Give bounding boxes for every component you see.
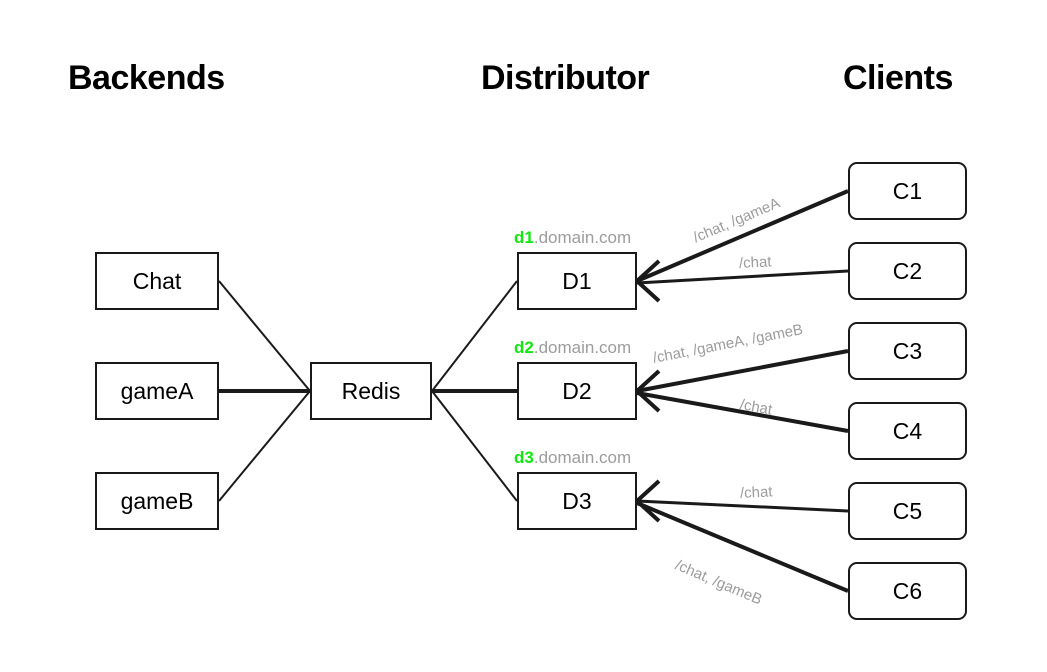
hostname-label-d2: d2.domain.com xyxy=(514,338,631,358)
client-node-c2[interactable]: C2 xyxy=(848,242,967,300)
route-label-c2-to-d1: /chat xyxy=(738,253,772,272)
arrowhead-into-d3 xyxy=(635,479,661,523)
edge-c4-to-d2 xyxy=(636,391,849,433)
edge-chat-to-redis xyxy=(218,280,311,392)
distributor-node-d1[interactable]: D1 xyxy=(517,252,637,310)
backend-node-chat[interactable]: Chat xyxy=(95,252,219,310)
arrowhead-into-d1 xyxy=(635,259,661,303)
edge-redis-to-d3 xyxy=(431,390,518,502)
edge-c1-to-d1 xyxy=(636,189,849,283)
arrowhead-into-d2 xyxy=(635,369,661,413)
client-node-c6[interactable]: C6 xyxy=(848,562,967,620)
all-edges xyxy=(218,189,849,593)
hostname-suffix-d3: .domain.com xyxy=(533,448,632,467)
hostname-suffix-d2: .domain.com xyxy=(533,338,632,357)
edge-c3-to-d2 xyxy=(636,349,849,393)
backend-node-gameB[interactable]: gameB xyxy=(95,472,219,530)
hostname-label-d1: d1.domain.com xyxy=(514,228,631,248)
broker-node-redis[interactable]: Redis xyxy=(310,362,432,420)
client-node-c4[interactable]: C4 xyxy=(848,402,967,460)
route-label-c5-to-d3: /chat xyxy=(739,483,773,502)
hostname-prefix-d1: d1 xyxy=(514,228,534,247)
client-node-c3[interactable]: C3 xyxy=(848,322,967,380)
client-node-c5[interactable]: C5 xyxy=(848,482,967,540)
hostname-prefix-d3: d3 xyxy=(514,448,534,467)
edge-gameB-to-redis xyxy=(218,390,311,502)
hostname-suffix-d1: .domain.com xyxy=(533,228,632,247)
edge-c6-to-d3 xyxy=(636,501,849,593)
distributor-node-d2[interactable]: D2 xyxy=(517,362,637,420)
hostname-label-d3: d3.domain.com xyxy=(514,448,631,468)
client-node-c1[interactable]: C1 xyxy=(848,162,967,220)
column-header-clients: Clients xyxy=(843,59,953,97)
column-header-distributor: Distributor xyxy=(481,59,650,97)
edge-c5-to-d3 xyxy=(636,499,849,513)
edge-redis-to-d1 xyxy=(431,280,518,392)
distributor-node-d3[interactable]: D3 xyxy=(517,472,637,530)
backend-node-gameA[interactable]: gameA xyxy=(95,362,219,420)
hostname-prefix-d2: d2 xyxy=(514,338,534,357)
edge-c2-to-d1 xyxy=(636,269,849,285)
column-header-backends: Backends xyxy=(68,59,225,97)
